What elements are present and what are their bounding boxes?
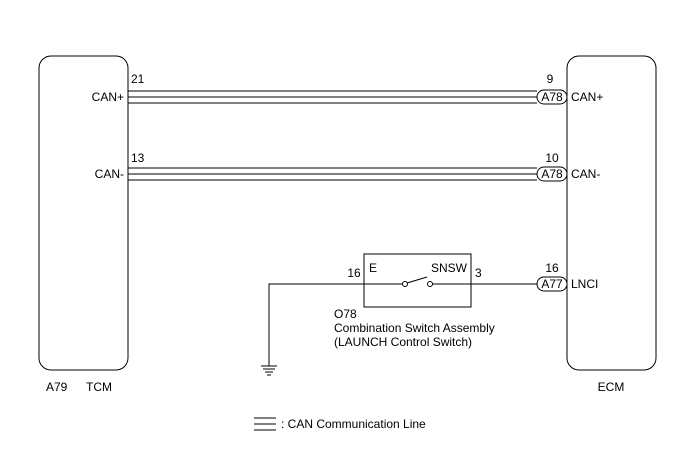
switch-subname: (LAUNCH Control Switch) xyxy=(334,335,472,349)
can-line-legend-icon xyxy=(254,417,276,431)
switch-box xyxy=(363,253,472,308)
switch-left-terminal: E xyxy=(369,261,377,275)
ground-icon xyxy=(261,365,277,376)
ecm-box xyxy=(566,55,657,371)
ecm-connector-can-high: A78 xyxy=(541,90,563,104)
switch-name: Combination Switch Assembly xyxy=(334,321,495,335)
tcm-connector-label: A79 xyxy=(46,380,68,394)
ecm-pin-number-can-low: 10 xyxy=(545,151,559,165)
switch-right-pin: 3 xyxy=(475,266,482,280)
tcm-signal-can-low: CAN- xyxy=(95,167,124,181)
ecm-signal-can-low: CAN- xyxy=(571,167,600,181)
ecm-signal-lnci: LNCI xyxy=(571,277,598,291)
tcm-name-label: TCM xyxy=(86,380,112,394)
ecm-connector-lnci: A77 xyxy=(541,277,563,291)
can-high-line xyxy=(128,90,537,104)
ecm-name-label: ECM xyxy=(598,380,625,394)
ecm-pin-number-can-high: 9 xyxy=(547,72,554,86)
tcm-box xyxy=(38,55,129,371)
ground-wire xyxy=(268,283,364,366)
legend-text: : CAN Communication Line xyxy=(281,417,426,431)
switch-right-terminal: SNSW xyxy=(431,261,468,275)
ecm-signal-can-high: CAN+ xyxy=(571,90,603,104)
switch-contact xyxy=(364,276,471,287)
ecm-connector-badge-lnci xyxy=(536,276,568,292)
can-low-line xyxy=(128,167,537,181)
ecm-connector-badge-can-low xyxy=(536,166,568,182)
ecm-pin-number-lnci: 16 xyxy=(545,261,559,275)
switch-code: O78 xyxy=(334,307,357,321)
tcm-pin-number-can-low: 13 xyxy=(131,151,145,165)
switch-left-pin: 16 xyxy=(347,266,361,280)
tcm-pin-number-can-high: 21 xyxy=(131,72,145,86)
ecm-connector-badge-can-high xyxy=(536,89,568,105)
ecm-connector-can-low: A78 xyxy=(541,167,563,181)
tcm-signal-can-high: CAN+ xyxy=(92,90,124,104)
